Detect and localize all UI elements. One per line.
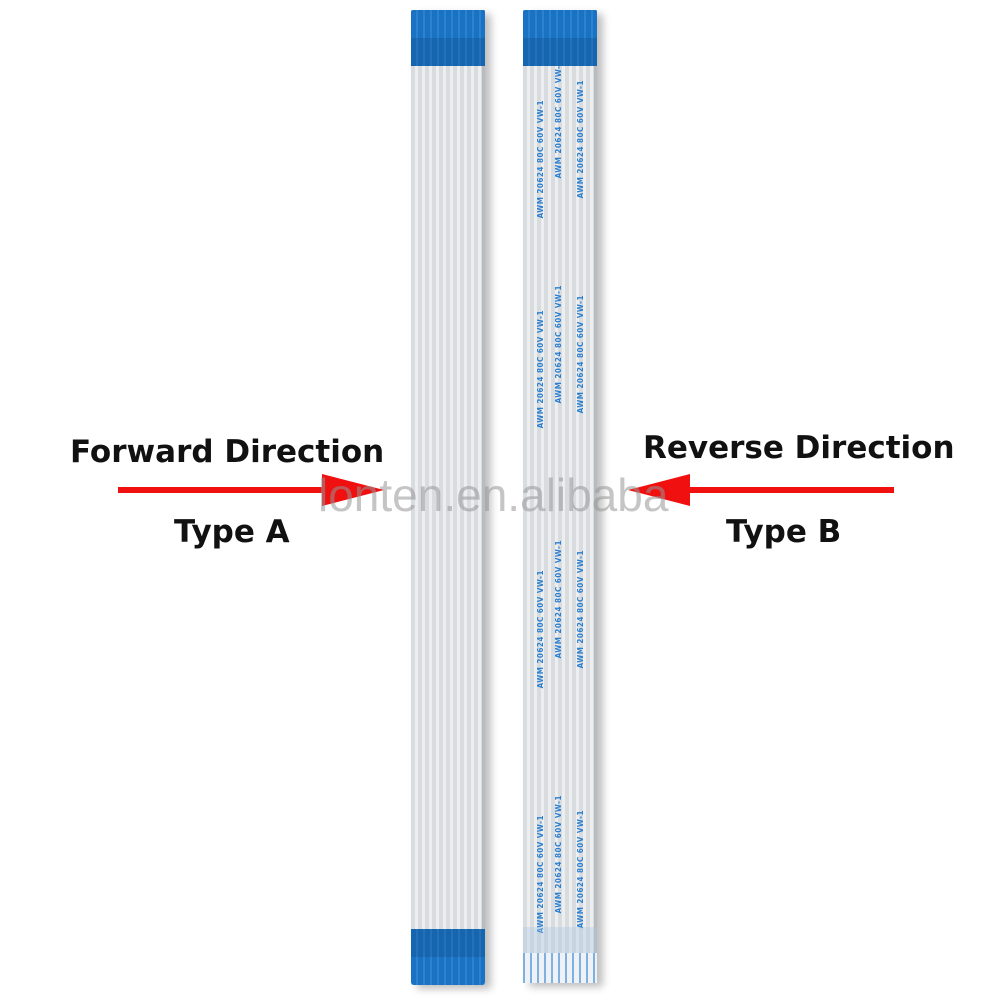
ffc-cable-type-b: AWM 20624 80C 60V VW-1 AWM 20624 80C 60V…: [523, 10, 597, 983]
top-stiffener: [523, 10, 597, 66]
cable-print: AWM 20624 80C 60V VW-1: [554, 285, 563, 404]
cable-print: AWM 20624 80C 60V VW-1: [554, 60, 563, 179]
cable-print: AWM 20624 80C 60V VW-1: [554, 540, 563, 659]
reverse-arrow-shaft: [688, 487, 894, 493]
cable-print: AWM 20624 80C 60V VW-1: [576, 80, 585, 199]
cable-print: AWM 20624 80C 60V VW-1: [576, 810, 585, 929]
contact-area-tint: [523, 927, 597, 953]
forward-direction-title: Forward Direction: [70, 434, 385, 470]
cable-print: AWM 20624 80C 60V VW-1: [576, 550, 585, 669]
exposed-contacts: [523, 953, 597, 983]
cable-print: AWM 20624 80C 60V VW-1: [554, 795, 563, 914]
reverse-direction-title: Reverse Direction: [643, 430, 955, 466]
top-stiffener: [411, 10, 485, 66]
forward-arrow-head-icon: [322, 474, 384, 506]
cable-print: AWM 20624 80C 60V VW-1: [536, 310, 545, 429]
reverse-arrow-head-icon: [628, 474, 690, 506]
watermark: lonten.en.alibaba: [318, 469, 669, 521]
forward-arrow-shaft: [118, 487, 328, 493]
type-b-label: Type B: [726, 514, 842, 550]
type-a-label: Type A: [174, 514, 290, 550]
cable-print: AWM 20624 80C 60V VW-1: [536, 815, 545, 934]
ffc-cable-type-a: [411, 10, 485, 985]
bottom-stiffener: [411, 929, 485, 985]
cable-print: AWM 20624 80C 60V VW-1: [536, 570, 545, 689]
cable-print: AWM 20624 80C 60V VW-1: [576, 295, 585, 414]
cable-print: AWM 20624 80C 60V VW-1: [536, 100, 545, 219]
